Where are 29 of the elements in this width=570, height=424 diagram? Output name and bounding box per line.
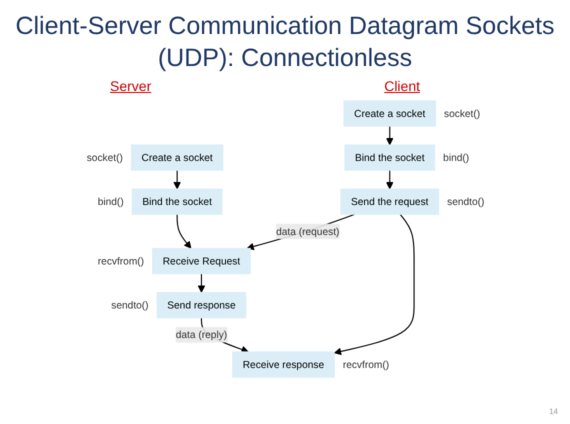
arrow	[246, 214, 355, 250]
edge-label: data (request)	[276, 225, 340, 238]
arrow	[386, 126, 394, 146]
column-heading: Client	[384, 78, 420, 94]
arrow	[386, 170, 394, 190]
node-label: Send response	[167, 299, 236, 312]
arrow	[176, 214, 192, 249]
function-call-label: bind()	[98, 197, 124, 208]
node-label: Create a socket	[354, 108, 426, 120]
node-label: Receive response	[242, 358, 324, 370]
node-label: Create a socket	[142, 152, 213, 164]
node-label: Bind the socket	[142, 196, 212, 208]
node-label: Bind the socket	[354, 152, 425, 164]
function-call-label: recvfrom()	[342, 360, 390, 371]
page-number: 14	[549, 407, 558, 416]
function-call-label: bind()	[443, 153, 470, 164]
function-call-label: sendto()	[111, 300, 149, 312]
arrow	[334, 214, 415, 356]
arrow	[173, 170, 181, 190]
function-call-label: socket()	[444, 108, 480, 120]
node-label: Send the request	[350, 196, 428, 208]
function-call-label: recvfrom()	[98, 256, 144, 268]
function-call-label: sendto()	[447, 197, 484, 208]
function-call-label: socket()	[86, 153, 123, 164]
column-heading: Server	[110, 78, 152, 94]
edge-label: data (reply)	[176, 328, 228, 341]
slide-title: Client-Server Communication Datagram Sockets (UDP): Connectionless	[14, 11, 556, 74]
arrow	[198, 274, 206, 293]
node-label: Receive Request	[162, 255, 240, 267]
